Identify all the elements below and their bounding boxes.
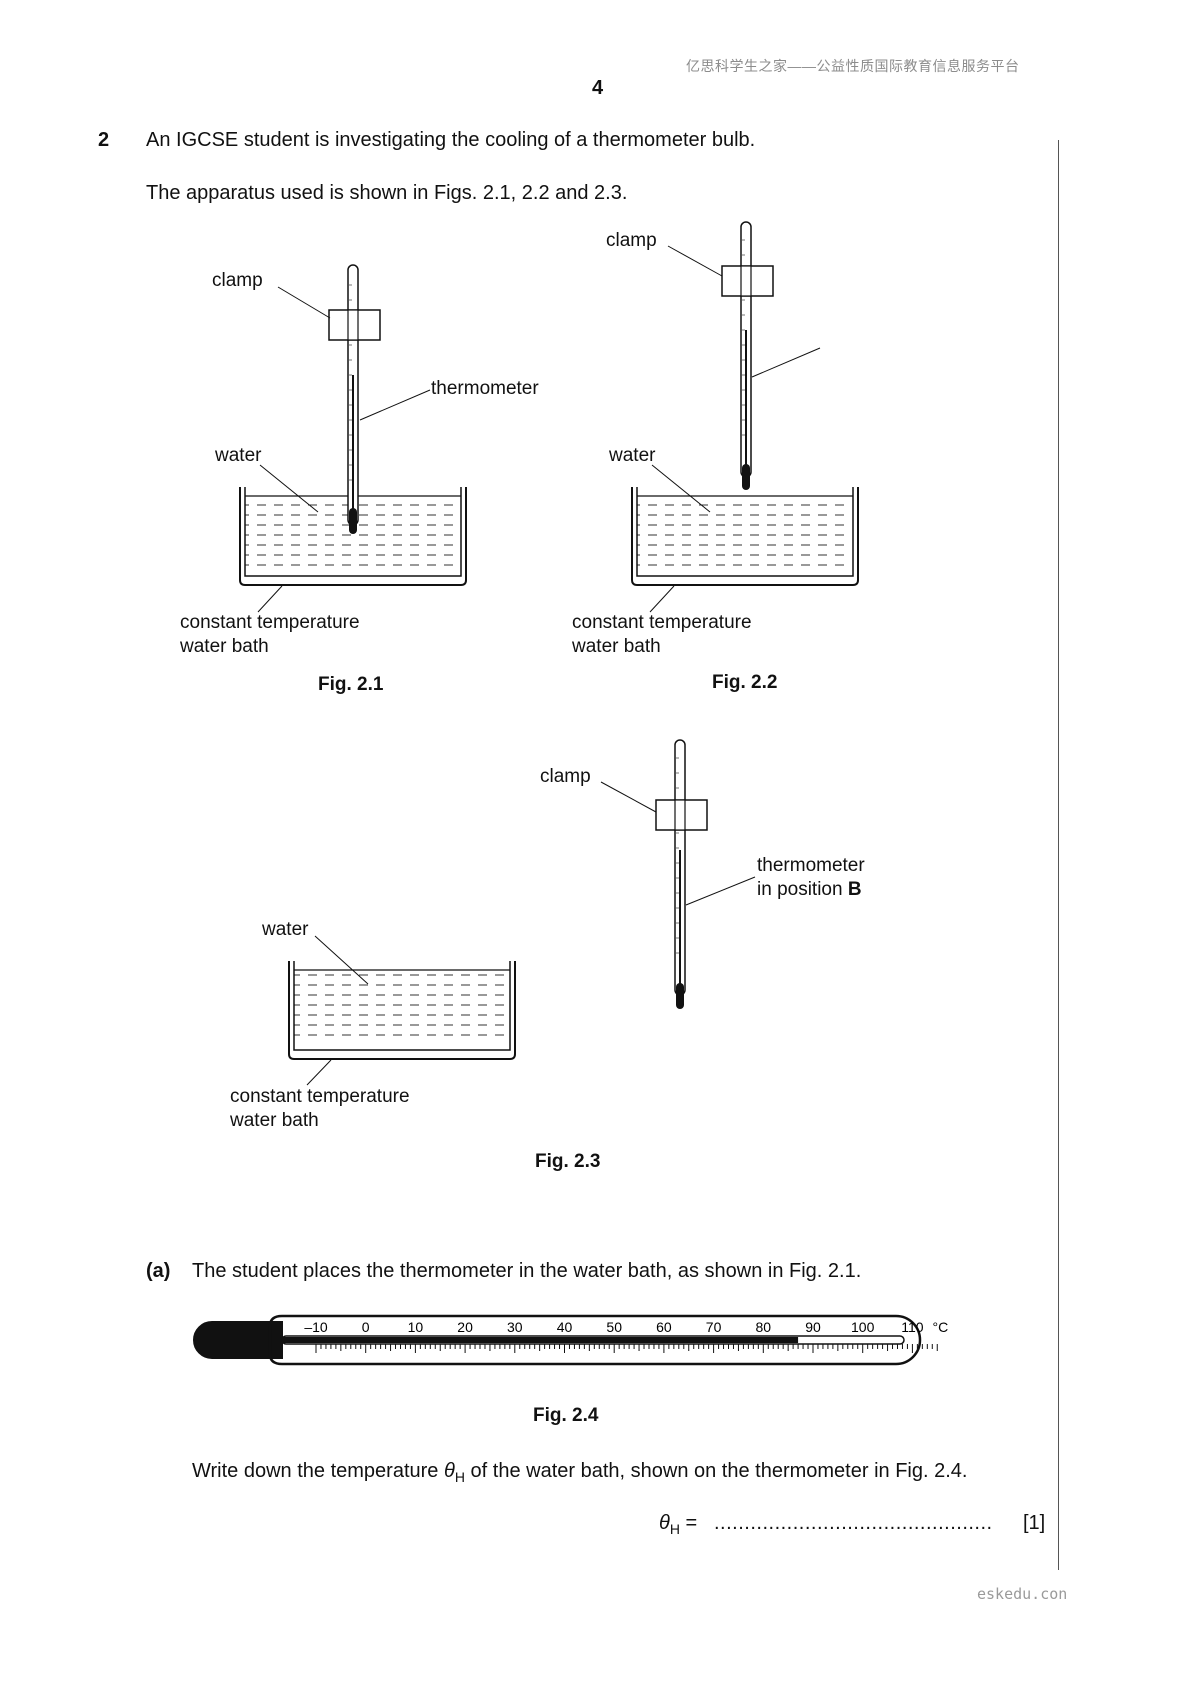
fig-2-2: clamp water constant temperature water b… (571, 221, 859, 693)
part-a-text: The student places the thermometer in th… (192, 1260, 862, 1282)
answer-dots: ........................................… (714, 1512, 993, 1534)
question-number: 2 (98, 129, 110, 151)
scale-tick-label: 80 (756, 1319, 772, 1335)
bath-label-line2: water bath (179, 636, 269, 657)
fig-2-1: clamp thermometer water constant tempera… (179, 264, 539, 695)
clamp-label: clamp (540, 766, 591, 787)
scale-tick-label: 20 (457, 1319, 473, 1335)
margin-line (1058, 140, 1059, 1570)
water-bath (239, 487, 467, 586)
question-intro: An IGCSE student is investigating the co… (146, 129, 756, 151)
bath-label-line1: constant temperature (230, 1086, 410, 1107)
answer-line: θH = (659, 1512, 698, 1537)
clamp-label: clamp (212, 270, 263, 291)
water-label: water (261, 919, 309, 940)
fig-2-4-caption: Fig. 2.4 (533, 1405, 599, 1426)
clamp-label: clamp (606, 230, 657, 251)
thermometer-position-label-line1: thermometer (757, 855, 865, 876)
apparatus-figures: clamp thermometer water constant tempera… (179, 221, 865, 1172)
thermometer (347, 264, 359, 534)
scale-tick-label: 50 (606, 1319, 622, 1335)
scale-tick-label: 110 (901, 1319, 924, 1335)
water-label: water (214, 445, 262, 466)
part-a-instruction: Write down the temperature θH of the wat… (192, 1460, 968, 1485)
bath-label-line1: constant temperature (572, 612, 752, 633)
scale-labels: –10 0 10 20 30 40 50 60 70 80 90 100 110 °C (304, 1319, 948, 1335)
bath-label-line2: water bath (229, 1110, 319, 1131)
scale-tick-label: 60 (656, 1319, 672, 1335)
scale-tick-label: 10 (408, 1319, 424, 1335)
scale-tick-label: 90 (805, 1319, 821, 1335)
page-number: 4 (592, 77, 604, 99)
thermometer-position-label-line2: in position B (757, 879, 862, 900)
scale-tick-label: 0 (362, 1319, 370, 1335)
water-bath (631, 487, 859, 586)
scale-tick-label: 100 (851, 1319, 875, 1335)
water-bath (288, 961, 516, 1060)
footer-site: eskedu.con (977, 1585, 1068, 1603)
scale-tick-label: –10 (304, 1319, 328, 1335)
thermometer (674, 739, 686, 1009)
fig-2-2-caption: Fig. 2.2 (712, 672, 777, 693)
part-a-label: (a) (146, 1260, 171, 1282)
scale-tick-label: 70 (706, 1319, 722, 1335)
bath-label-line1: constant temperature (180, 612, 360, 633)
bath-label-line2: water bath (571, 636, 661, 657)
fig-2-3-caption: Fig. 2.3 (535, 1151, 600, 1172)
minor-ticks (315, 1344, 938, 1353)
scale-tick-label: 40 (557, 1319, 573, 1335)
scale-tick-label: 30 (507, 1319, 523, 1335)
fig-2-1-caption: Fig. 2.1 (318, 674, 384, 695)
mercury-column (282, 1337, 799, 1343)
scale-unit: °C (933, 1319, 949, 1335)
fig-2-4-thermometer: –10 0 10 20 30 40 50 60 70 80 90 100 110 °C (193, 1314, 948, 1366)
thermometer (740, 221, 752, 490)
thermometer-label: thermometer (431, 378, 539, 399)
water-label: water (608, 445, 656, 466)
apparatus-text: The apparatus used is shown in Figs. 2.1… (146, 182, 628, 204)
marks-label: [1] (1023, 1512, 1046, 1534)
header-watermark: 亿思科学生之家——公益性质国际教育信息服务平台 (686, 58, 1020, 74)
fig-2-3: clamp thermometer in position B water co… (229, 739, 865, 1172)
